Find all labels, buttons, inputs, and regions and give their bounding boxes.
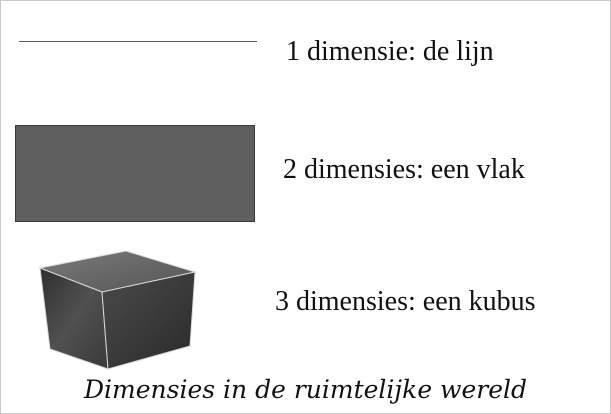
cube-side-face — [101, 271, 196, 370]
label-2d: 2 dimensies: een vlak — [283, 154, 525, 185]
line-shape — [19, 41, 257, 42]
figure-caption: Dimensies in de ruimtelijke wereld — [84, 375, 527, 404]
label-3d: 3 dimensies: een kubus — [275, 286, 536, 317]
label-1d: 1 dimensie: de lijn — [286, 36, 494, 67]
plane-shape — [15, 125, 255, 222]
cube-shape — [38, 250, 197, 370]
